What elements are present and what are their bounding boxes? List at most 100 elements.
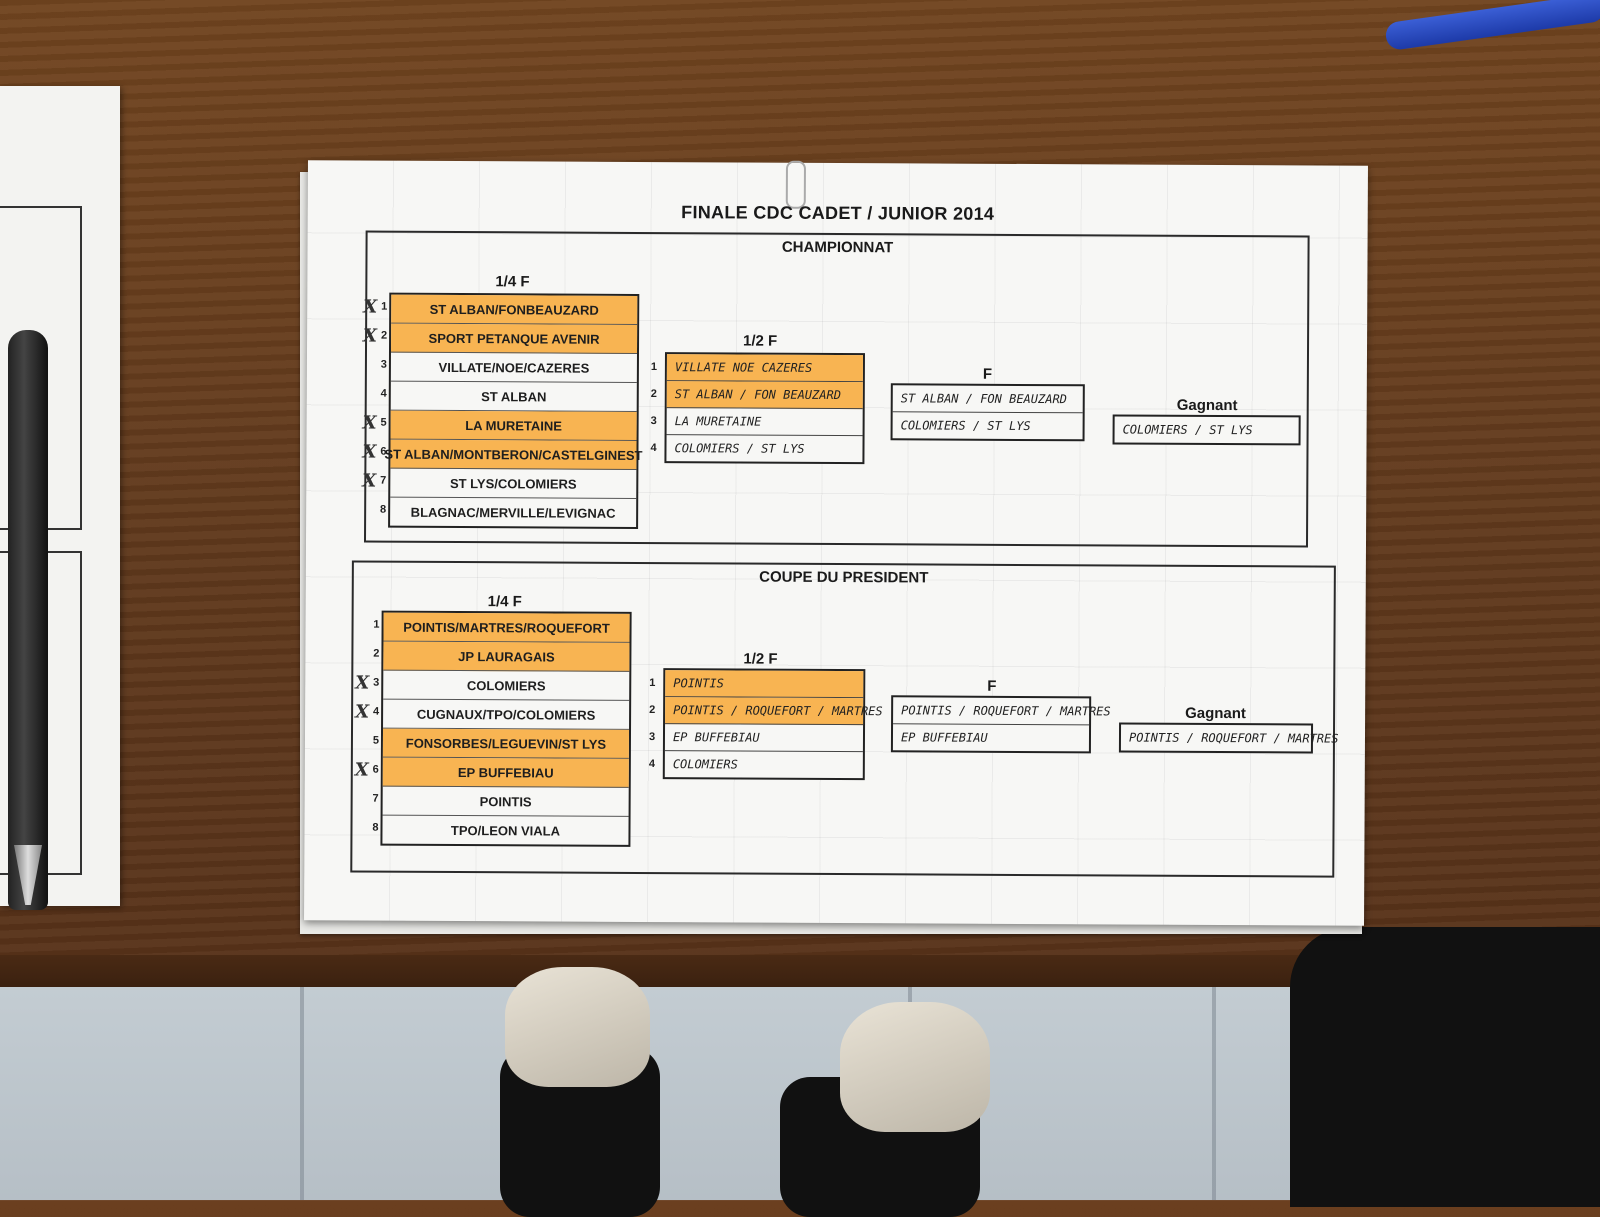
- coupe-final-row: EP BUFFEBIAU: [893, 724, 1089, 751]
- team-name: BLAGNAC/MERVILLE/LEVIGNAC: [410, 504, 616, 521]
- championnat-final-row: ST ALBAN / FON BEAUZARD: [892, 385, 1083, 414]
- seed-number: 3: [380, 358, 387, 371]
- sneaker-right: [840, 1002, 990, 1132]
- coupe-winner: POINTIS / ROQUEFORT / MARTRES: [1128, 730, 1339, 746]
- black-pen: [8, 330, 48, 910]
- coupe-winner-label: Gagnant: [1185, 704, 1247, 723]
- seed-number: 3: [650, 415, 657, 428]
- team-name: CUGNAUX/TPO/COLOMIERS: [416, 706, 596, 723]
- coupe-quarter-row: 8 TPO/LEON VIALA: [372, 816, 628, 845]
- coupe-final-label: F: [987, 677, 997, 695]
- handwritten-team: POINTIS: [673, 676, 724, 691]
- seed-number: 2: [649, 704, 656, 717]
- handwritten-team: COLOMIERS / ST LYS: [900, 418, 1031, 434]
- championnat-final-label: F: [982, 365, 993, 383]
- championnat-winner: COLOMIERS / ST LYS: [1122, 422, 1253, 438]
- seed-number: 8: [380, 503, 387, 516]
- bracket-sheet: FINALE CDC CADET / JUNIOR 2014 CHAMPIONN…: [304, 160, 1368, 926]
- paper-clip: [785, 160, 807, 209]
- team-name: FONSORBES/LEGUEVIN/ST LYS: [405, 735, 607, 752]
- championnat-semi-row: 1 VILLATE NOE CAZERES: [651, 354, 863, 383]
- handwritten-mark: X: [363, 296, 378, 318]
- coupe-title: COUPE DU PRESIDENT: [759, 568, 929, 587]
- handwritten-team: VILLATE NOE CAZERES: [674, 360, 813, 375]
- coupe-quarter-row: 5 FONSORBES/LEGUEVIN/ST LYS: [373, 728, 630, 759]
- seed-number: 4: [380, 387, 387, 400]
- championnat-quarter-label: 1/4 F: [495, 273, 530, 291]
- sneaker-left: [505, 967, 650, 1087]
- coupe-quarter-row: 7 POINTIS: [372, 786, 629, 817]
- handwritten-team: COLOMIERS / ST LYS: [674, 441, 805, 456]
- seed-number: 8: [372, 821, 379, 834]
- championnat-semi-table: 1 VILLATE NOE CAZERES 2 ST ALBAN / FON BEAU…: [650, 352, 865, 465]
- seed-number: 1: [650, 361, 658, 374]
- handwritten-team: ST ALBAN / FON BEAUZARD: [900, 391, 1067, 407]
- seed-number: 3: [648, 731, 656, 744]
- handwritten-mark: X: [362, 441, 377, 463]
- seed-number: 7: [372, 792, 379, 805]
- seed-number: 1: [649, 677, 656, 690]
- handwritten-mark: X: [362, 470, 377, 492]
- coupe-semi-row: 3 EP BUFFEBIAU: [649, 724, 864, 753]
- championnat-semi-row: 3 LA MURETAINE: [651, 408, 863, 437]
- coupe-quarter-row: 1 POINTIS/MARTRES/ROQUEFORT: [373, 612, 630, 643]
- team-name: POINTIS: [479, 793, 532, 809]
- championnat-semi-label: 1/2 F: [743, 332, 778, 350]
- championnat-winner-box: COLOMIERS / ST LYS: [1112, 414, 1301, 446]
- coupe-final-row: POINTIS / ROQUEFORT / MARTRES: [893, 697, 1111, 726]
- coupe-semi-table: 1 POINTIS 2 POINTIS / ROQUEFORT / MARTRES 3 E…: [649, 668, 883, 781]
- handwritten-mark: X: [363, 325, 378, 347]
- handwritten-mark: X: [355, 672, 370, 694]
- team-name: VILLATE/NOE/CAZERES: [438, 359, 590, 376]
- handwritten-team: POINTIS / ROQUEFORT / MARTRES: [673, 703, 883, 719]
- team-name: COLOMIERS: [466, 677, 546, 693]
- person-leg-far: [1290, 927, 1600, 1207]
- championnat-winner-label: Gagnant: [1176, 396, 1238, 415]
- coupe-winner-box: POINTIS / ROQUEFORT / MARTRES: [1118, 722, 1339, 754]
- championnat-semi-row: 4 COLOMIERS / ST LYS: [650, 435, 862, 462]
- championnat-title: CHAMPIONNAT: [781, 238, 894, 257]
- coupe-final-table: POINTIS / ROQUEFORT / MARTRES EP BUFFEBIA…: [890, 695, 1111, 754]
- championnat-semi-row: 2 ST ALBAN / FON BEAUZARD: [651, 381, 863, 410]
- handwritten-mark: X: [362, 412, 377, 434]
- coupe-semi-row: 1 POINTIS: [649, 670, 864, 699]
- coupe-quarter-label: 1/4 F: [487, 593, 522, 611]
- handwritten-team: LA MURETAINE: [674, 414, 762, 429]
- handwritten-team: ST ALBAN / FON BEAUZARD: [674, 387, 841, 403]
- championnat-quarter-row: 3 VILLATE/NOE/CAZERES: [381, 352, 637, 383]
- championnat-quarter-row: 4 ST ALBAN: [381, 381, 637, 412]
- championnat-quarter-row: 8 BLAGNAC/MERVILLE/LEVIGNAC: [380, 498, 636, 527]
- team-name: ST ALBAN/FONBEAUZARD: [429, 301, 599, 318]
- seed-number: 4: [648, 758, 655, 771]
- handwritten-team: COLOMIERS: [672, 757, 738, 772]
- team-name: JP LAURAGAIS: [458, 648, 555, 665]
- coupe-section: COUPE DU PRESIDENT 1/4 F 1 POINTIS/MARTRE…: [350, 560, 1339, 878]
- team-name: ST ALBAN: [481, 388, 547, 404]
- seed-number: 2: [650, 388, 657, 401]
- handwritten-team: EP BUFFEBIAU: [900, 730, 988, 745]
- tiled-floor: [0, 927, 1600, 1217]
- coupe-semi-row: 2 POINTIS / ROQUEFORT / MARTRES: [649, 697, 883, 726]
- coupe-quarter-row: 2 JP LAURAGAIS: [373, 641, 630, 672]
- handwritten-mark: X: [355, 701, 370, 723]
- team-name: TPO/LEON VIALA: [450, 822, 561, 839]
- seed-number: 1: [373, 618, 380, 631]
- team-name: ST ALBAN/MONTBERON/CASTELGINEST: [384, 446, 643, 463]
- team-name: EP BUFFEBIAU: [457, 764, 554, 781]
- team-name: POINTIS/MARTRES/ROQUEFORT: [403, 619, 610, 636]
- seed-number: 4: [650, 442, 657, 455]
- handwritten-team: EP BUFFEBIAU: [672, 730, 760, 745]
- seed-number: 5: [372, 734, 379, 747]
- seed-number: 2: [373, 647, 380, 660]
